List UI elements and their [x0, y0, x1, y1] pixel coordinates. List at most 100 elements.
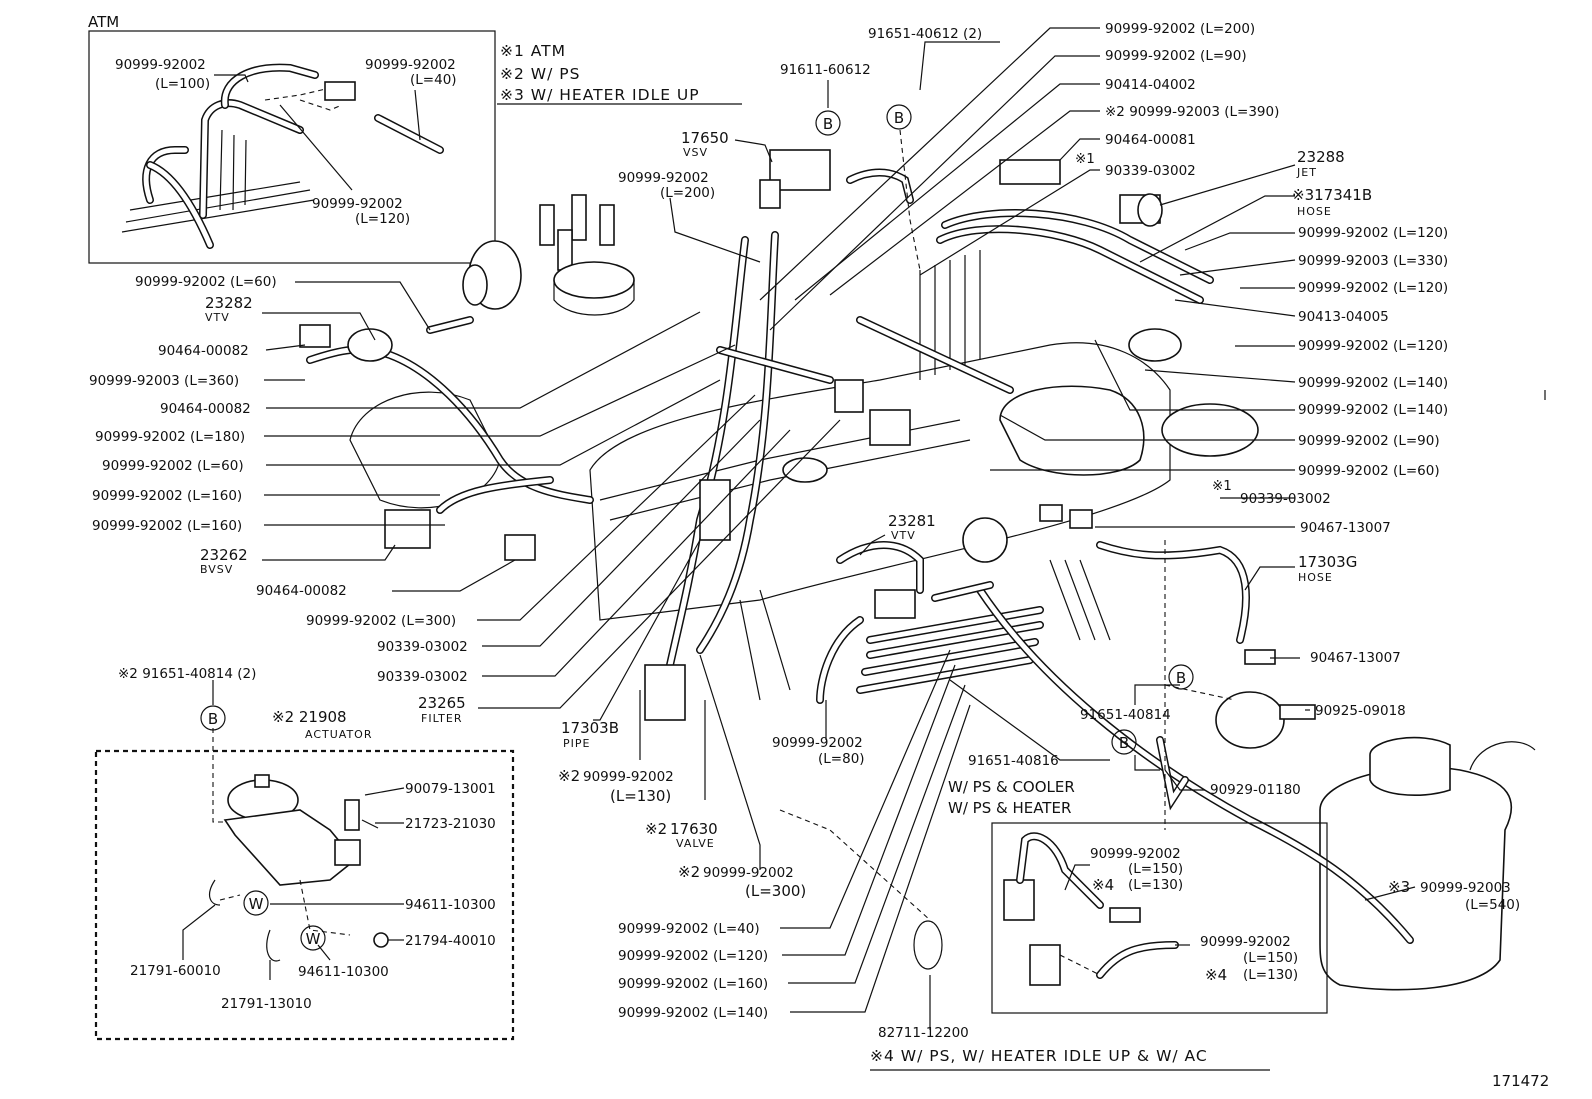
label-91651-40612: 91651-40612 (2) — [868, 26, 982, 42]
circle-b-5 — [200, 705, 226, 731]
label-hose-l540: 90999-92003 — [1420, 880, 1511, 896]
label-hose-l200-a: 90999-92002 — [618, 170, 709, 186]
label-note1-mark-b: ※1 — [1212, 478, 1232, 494]
label-hose-l40-b: 90999-92002 (L=40) — [618, 921, 760, 937]
circle-b-3 — [1168, 664, 1194, 690]
label-ps-hose-1-l130: (L=130) — [1128, 877, 1183, 893]
label-23262: 23262 — [200, 546, 248, 564]
circle-b-2-text: B — [894, 109, 904, 127]
ps-inset-frame — [991, 822, 1328, 1014]
note-1-atm: ※1 ATM — [500, 42, 566, 60]
label-atm-title: ATM — [88, 13, 119, 31]
label-hose-l160-l1: 90999-92002 (L=160) — [92, 488, 242, 504]
label-23288: 23288 — [1297, 148, 1345, 166]
label-hose-l200-a-len: (L=200) — [660, 185, 715, 201]
label-ps-note4-a: ※4 — [1092, 876, 1114, 894]
label-23282: 23282 — [205, 294, 253, 312]
label-hose-l90-r: 90999-92002 (L=90) — [1298, 433, 1440, 449]
label-90339-03002-l1: 90339-03002 — [377, 639, 468, 655]
note-3-heater: ※3 W/ HEATER IDLE UP — [500, 86, 700, 104]
label-inset-hose-l120: 90999-92002 — [312, 196, 403, 212]
circle-b-4-text: B — [1119, 734, 1129, 752]
circle-b-1-text: B — [823, 115, 833, 133]
circle-w-2-text: W — [306, 930, 321, 948]
label-inset-hose-l40-len: (L=40) — [410, 72, 457, 88]
label-91651-40814: 91651-40814 — [1080, 707, 1171, 723]
leader-lines — [182, 27, 1546, 1030]
label-17630: 17630 — [670, 820, 718, 838]
label-90079-13001: 90079-13001 — [405, 781, 496, 797]
label-90339-03002-r: 90339-03002 — [1240, 491, 1331, 507]
label-filter: FILTER — [421, 712, 463, 725]
small-parts — [299, 149, 1316, 970]
label-hose-l60-l2: 90999-92002 (L=60) — [102, 458, 244, 474]
vtv-23282 — [347, 328, 393, 362]
label-vtv-23282: VTV — [205, 311, 230, 324]
label-17303b: 17303B — [561, 719, 619, 737]
label-ps-note4-b: ※4 — [1205, 966, 1227, 984]
circle-b-4 — [1111, 729, 1137, 755]
label-ps-cooler: W/ PS & COOLER — [948, 778, 1075, 796]
label-21791-13010: 21791-13010 — [221, 996, 312, 1012]
label-17650: 17650 — [681, 129, 729, 147]
label-hose-l80: 90999-92002 — [772, 735, 863, 751]
label-note2-mark-c: ※2 — [678, 863, 700, 881]
label-90467-13007-a: 90467-13007 — [1300, 520, 1391, 536]
label-hose-l160-l2: 90999-92002 (L=160) — [92, 518, 242, 534]
label-hose-17303g: HOSE — [1298, 571, 1333, 584]
vsv-90925 — [1215, 691, 1285, 749]
circle-marks: B B B B B W W — [200, 104, 1194, 951]
label-91651-40814-act: ※2 91651-40814 (2) — [118, 666, 256, 682]
circle-b-2 — [886, 104, 912, 130]
label-17341b: ※317341B — [1292, 186, 1372, 204]
actuator-drawing — [208, 728, 389, 962]
circle-w-2 — [300, 925, 326, 951]
clip-90464 — [299, 324, 331, 348]
note-4-ps-ac: ※4 W/ PS, W/ HEATER IDLE UP & W/ AC — [870, 1047, 1208, 1065]
label-hose-l60-l1: 90999-92002 (L=60) — [135, 274, 277, 290]
label-hose-l140-r2: 90999-92002 (L=140) — [1298, 402, 1448, 418]
atm-inset-frame — [88, 30, 496, 264]
label-valve: VALVE — [676, 837, 715, 850]
label-23281: 23281 — [888, 512, 936, 530]
label-21908: ※2 21908 — [272, 708, 347, 726]
atm-inset — [88, 30, 742, 264]
label-vtv-23281: VTV — [891, 529, 916, 542]
label-hose-l120-r2: 90999-92002 (L=120) — [1298, 280, 1448, 296]
note-2-ps: ※2 W/ PS — [500, 65, 580, 83]
label-90413-04005: 90413-04005 — [1298, 309, 1389, 325]
label-90464-00081: 90464-00081 — [1105, 132, 1196, 148]
label-90467-13007-b: 90467-13007 — [1310, 650, 1401, 666]
label-hose-l90-top: 90999-92002 (L=90) — [1105, 48, 1247, 64]
label-hose-l180: 90999-92002 (L=180) — [95, 429, 245, 445]
engine-drawing — [94, 149, 1536, 1041]
label-ps-hose-2-l150: (L=150) — [1243, 950, 1298, 966]
circle-b-3-text: B — [1176, 669, 1186, 687]
circle-w-1-text: W — [249, 895, 264, 913]
label-90339-03002-l2: 90339-03002 — [377, 669, 468, 685]
label-82711-12200: 82711-12200 — [878, 1025, 969, 1041]
main-hoses — [306, 168, 1414, 944]
label-23265: 23265 — [418, 694, 466, 712]
label-90925-09018: 90925-09018 — [1315, 703, 1406, 719]
label-91651-40816: 91651-40816 — [968, 753, 1059, 769]
label-hose-l130-len: (L=130) — [610, 787, 671, 805]
label-jet: JET — [1296, 166, 1317, 179]
label-hose-l120-r3: 90999-92002 (L=120) — [1298, 338, 1448, 354]
clamp-set — [999, 159, 1061, 185]
label-hose-l540-len: (L=540) — [1465, 897, 1520, 913]
vtv-23281 — [874, 589, 916, 619]
label-ps-hose-2-l130: (L=130) — [1243, 967, 1298, 983]
label-90464-00082-b: 90464-00082 — [160, 401, 251, 417]
label-94611-10300-b: 94611-10300 — [298, 964, 389, 980]
label-hose-l330: 90999-92003 (L=330) — [1298, 253, 1448, 269]
label-hose-l360: 90999-92003 (L=360) — [89, 373, 239, 389]
label-21723-21030: 21723-21030 — [405, 816, 496, 832]
air-cleaner — [999, 385, 1145, 476]
bvsv — [384, 509, 431, 549]
egr-valve — [782, 457, 828, 483]
label-hose-l390: ※2 90999-92003 (L=390) — [1105, 104, 1279, 120]
label-ps-hose-2: 90999-92002 — [1200, 934, 1291, 950]
filter-23265 — [834, 379, 864, 413]
